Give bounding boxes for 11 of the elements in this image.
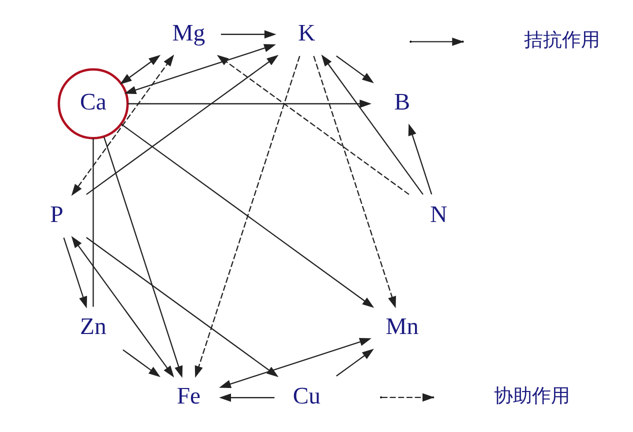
node-text: B [394, 90, 410, 116]
node-text: K [298, 20, 315, 46]
legend-label: 协助作用 [494, 384, 570, 407]
node-text: Mg [172, 20, 205, 46]
node-text: P [50, 202, 63, 228]
node-text: Mn [385, 314, 418, 340]
node-text: Cu [292, 384, 320, 410]
node-text: N [430, 202, 447, 228]
node-text: Fe [176, 384, 200, 410]
node-text: Zn [80, 314, 106, 340]
legend-label: 拮抗作用 [523, 29, 600, 52]
